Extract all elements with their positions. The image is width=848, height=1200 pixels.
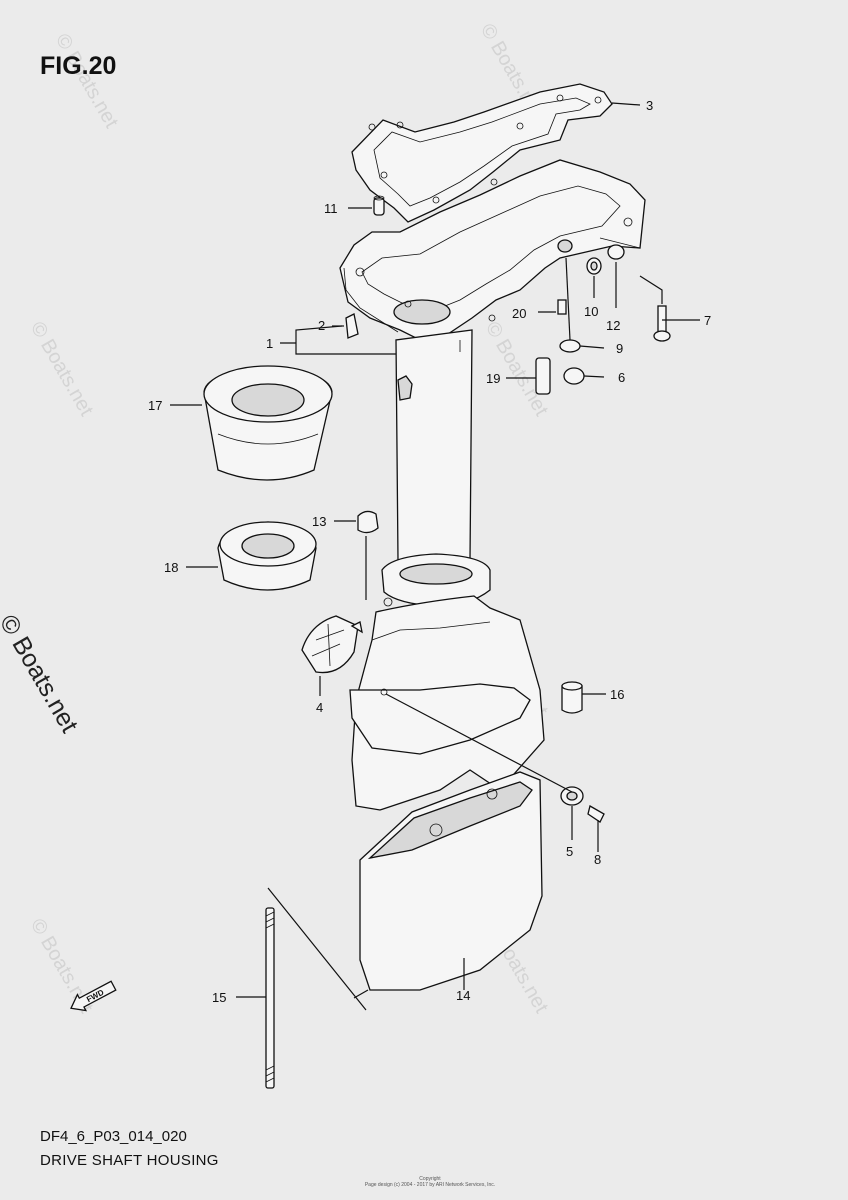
- part-16-cap: [561, 681, 583, 714]
- lower-casing: [349, 595, 545, 811]
- callout-10: 10: [584, 304, 598, 319]
- part-19-sleeve: [535, 357, 551, 395]
- part-11-dowel-pin: [373, 195, 385, 216]
- callout-2: 2: [318, 318, 325, 333]
- figure-name: DRIVE SHAFT HOUSING: [40, 1152, 219, 1169]
- callout-7: 7: [704, 313, 711, 328]
- copyright-line-2: Page design (c) 2004 - 2017 by ARI Netwo…: [364, 1182, 496, 1188]
- part-20-screw: [557, 299, 567, 315]
- callout-3: 3: [646, 98, 653, 113]
- part-12-plug: [607, 244, 625, 260]
- callout-9: 9: [616, 341, 623, 356]
- part-7-bolt: [653, 305, 671, 342]
- figure-code: DF4_6_P03_014_020: [40, 1128, 187, 1145]
- part-14-lower-cover: [359, 771, 543, 991]
- copyright-line-1: Copyright: [419, 1176, 441, 1182]
- part-4-cover: [301, 615, 363, 674]
- callout-8: 8: [594, 852, 601, 867]
- fwd-arrow-icon: FWD: [70, 980, 117, 1012]
- callout-14: 14: [456, 988, 470, 1003]
- figure-title: FIG.20: [40, 52, 117, 80]
- part-5-washer: [560, 786, 584, 806]
- part-15-stud: [265, 907, 275, 1089]
- callout-11: 11: [324, 201, 338, 216]
- callout-5: 5: [566, 844, 573, 859]
- part-6-nut: [563, 367, 585, 385]
- callout-18: 18: [164, 560, 178, 575]
- part-3-gasket: [351, 83, 613, 223]
- callouts: 3 11 1 2 7 10 12 20 9 6 19 17 13 18 4 16…: [148, 98, 711, 1005]
- callout-13: 13: [312, 514, 326, 529]
- callout-20: 20: [512, 306, 526, 321]
- part-17-rubber-mount: [203, 365, 333, 481]
- part-2-grease-nipple: [345, 313, 359, 339]
- part-9-washer: [559, 339, 581, 353]
- callout-4: 4: [316, 700, 323, 715]
- part-10-washer: [586, 257, 602, 275]
- callout-6: 6: [618, 370, 625, 385]
- part-13-grommet: [357, 510, 379, 534]
- part-8-screw: [587, 805, 605, 823]
- part-1-drive-shaft-housing: [339, 159, 646, 607]
- callout-15: 15: [212, 990, 226, 1005]
- callout-19: 19: [486, 371, 500, 386]
- callout-1: 1: [266, 336, 273, 351]
- leader-lines: [170, 102, 700, 1011]
- callout-12: 12: [606, 318, 620, 333]
- part-18-rubber-mount: [217, 521, 317, 591]
- callout-16: 16: [610, 687, 624, 702]
- copyright-notice: Copyright Page design (c) 2004 - 2017 by…: [330, 1176, 530, 1188]
- callout-17: 17: [148, 398, 162, 413]
